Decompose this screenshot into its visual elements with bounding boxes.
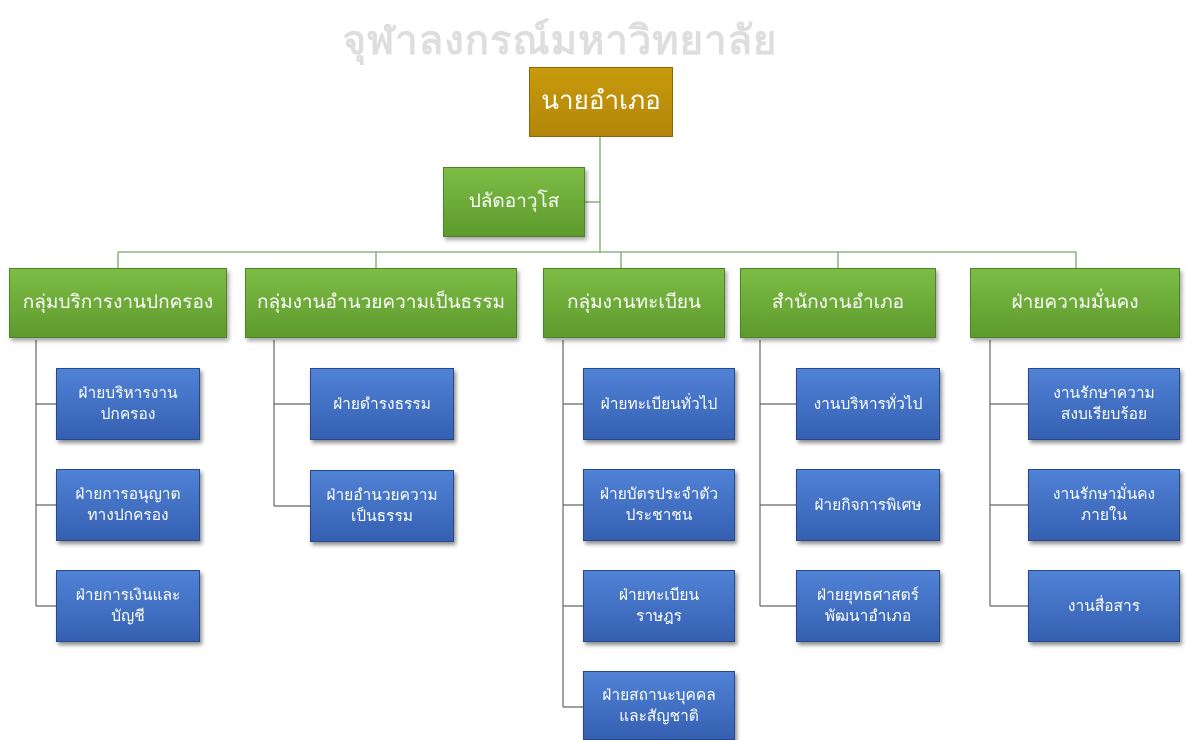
deputy-node: ปลัดอาวุโส xyxy=(443,167,585,237)
group-node: ฝ่ายความมั่นคง xyxy=(970,268,1180,338)
unit-node: ฝ่ายทะเบียน ราษฎร xyxy=(583,570,735,642)
unit-node: งานรักษาความ สงบเรียบร้อย xyxy=(1028,368,1180,440)
watermark-text: จุฬาลงกรณ์มหาวิทยาลัย xyxy=(342,18,778,64)
unit-node: ฝ่ายอำนวยความ เป็นธรรม xyxy=(310,470,454,542)
unit-node: งานสื่อสาร xyxy=(1028,570,1180,642)
group-node: สำนักงานอำเภอ xyxy=(740,268,936,338)
unit-node: ฝ่ายบริหารงาน ปกครอง xyxy=(56,368,200,440)
unit-node: ฝ่ายยุทธศาสตร์ พัฒนาอำเภอ xyxy=(796,570,940,642)
unit-node: ฝ่ายการอนุญาต ทางปกครอง xyxy=(56,469,200,541)
unit-node: ฝ่ายดำรงธรรม xyxy=(310,368,454,440)
unit-node: ฝ่ายบัตรประจำตัว ประชาชน xyxy=(583,469,735,541)
unit-node: ฝ่ายการเงินและ บัญชี xyxy=(56,570,200,642)
root-node: นายอำเภอ xyxy=(529,67,673,137)
group-node: กลุ่มงานอำนวยความเป็นธรรม xyxy=(245,268,517,338)
group-node: กลุ่มงานทะเบียน xyxy=(543,268,725,338)
unit-node: ฝ่ายกิจการพิเศษ xyxy=(796,469,940,541)
unit-node: งานบริหารทั่วไป xyxy=(796,368,940,440)
unit-node: ฝ่ายทะเบียนทั่วไป xyxy=(583,368,735,440)
unit-node: งานรักษามั่นคง ภายใน xyxy=(1028,469,1180,541)
group-node: กลุ่มบริการงานปกครอง xyxy=(9,268,227,338)
unit-node: ฝ่ายสถานะบุคคล และสัญชาติ xyxy=(583,671,735,740)
